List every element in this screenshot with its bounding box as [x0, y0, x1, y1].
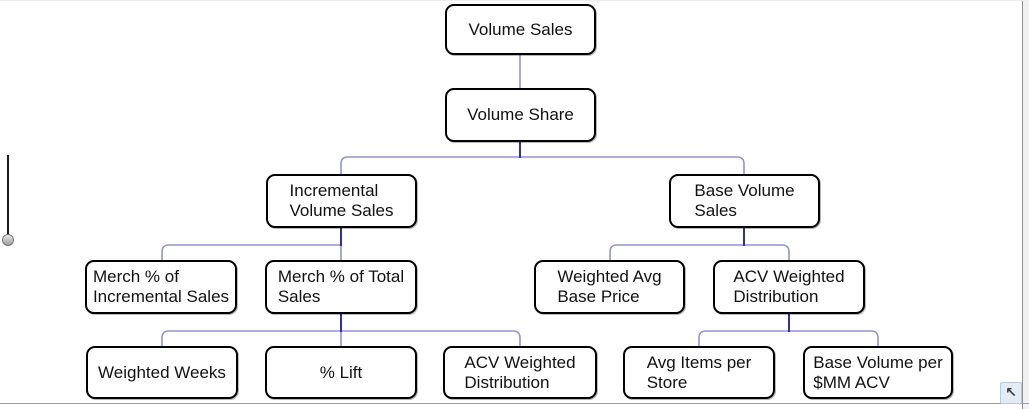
- node-acv-weighted-distribution-2[interactable]: ACV Weighted Distribution: [443, 346, 597, 399]
- node-avg-items-per-store-label: Avg Items per Store: [646, 352, 752, 392]
- node-weighted-avg-base-price-label: Weighted Avg Base Price: [557, 267, 662, 306]
- node-acv-weighted-distribution-2-label: ACV Weighted Distribution: [464, 352, 576, 392]
- node-weighted-weeks[interactable]: Weighted Weeks: [86, 346, 238, 399]
- zoom-slider-knob[interactable]: [2, 234, 14, 246]
- node-incremental-volume-sales[interactable]: Incremental Volume Sales: [266, 174, 417, 228]
- node-pct-lift-label: % Lift: [319, 362, 363, 382]
- node-merch-pct-of-total-sales[interactable]: Merch % of Total Sales: [265, 260, 417, 314]
- node-volume-share-label: Volume Share: [467, 105, 574, 124]
- edge-rail-base-volume-children: [609, 244, 790, 261]
- node-base-volume-per-mm-acv-label: Base Volume per $MM ACV: [813, 352, 943, 392]
- node-volume-sales-label: Volume Sales: [468, 19, 573, 39]
- node-base-volume-sales[interactable]: Base Volume Sales: [669, 174, 820, 228]
- reset-view-button[interactable]: ↖: [1000, 382, 1022, 404]
- node-incremental-volume-sales-label: Incremental Volume Sales: [289, 181, 394, 220]
- node-merch-pct-of-incremental-sales-label: Merch % of Incremental Sales: [92, 267, 230, 306]
- edge-rail-acv-dist-children: [698, 330, 879, 347]
- edge-rail-incremental-children: [161, 244, 342, 261]
- node-weighted-weeks-label: Weighted Weeks: [98, 362, 226, 382]
- edge-rail-volume-share-children: [340, 156, 745, 175]
- node-merch-pct-of-incremental-sales[interactable]: Merch % of Incremental Sales: [85, 260, 237, 314]
- node-volume-share[interactable]: Volume Share: [445, 88, 596, 142]
- node-merch-pct-of-total-sales-label: Merch % of Total Sales: [277, 267, 405, 306]
- node-acv-weighted-distribution-label: ACV Weighted Distribution: [733, 267, 845, 306]
- node-avg-items-per-store[interactable]: Avg Items per Store: [623, 346, 775, 399]
- node-pct-lift[interactable]: % Lift: [265, 346, 417, 399]
- node-base-volume-per-mm-acv[interactable]: Base Volume per $MM ACV: [803, 346, 953, 399]
- node-base-volume-sales-label: Base Volume Sales: [694, 181, 795, 220]
- node-acv-weighted-distribution[interactable]: ACV Weighted Distribution: [713, 260, 865, 314]
- bottom-divider: [0, 403, 1029, 404]
- node-weighted-avg-base-price[interactable]: Weighted Avg Base Price: [534, 260, 685, 314]
- right-panel-edge: [1022, 1, 1029, 409]
- node-volume-sales[interactable]: Volume Sales: [445, 4, 596, 55]
- zoom-slider-track[interactable]: [7, 155, 9, 242]
- arrow-up-left-icon: ↖: [1005, 385, 1017, 401]
